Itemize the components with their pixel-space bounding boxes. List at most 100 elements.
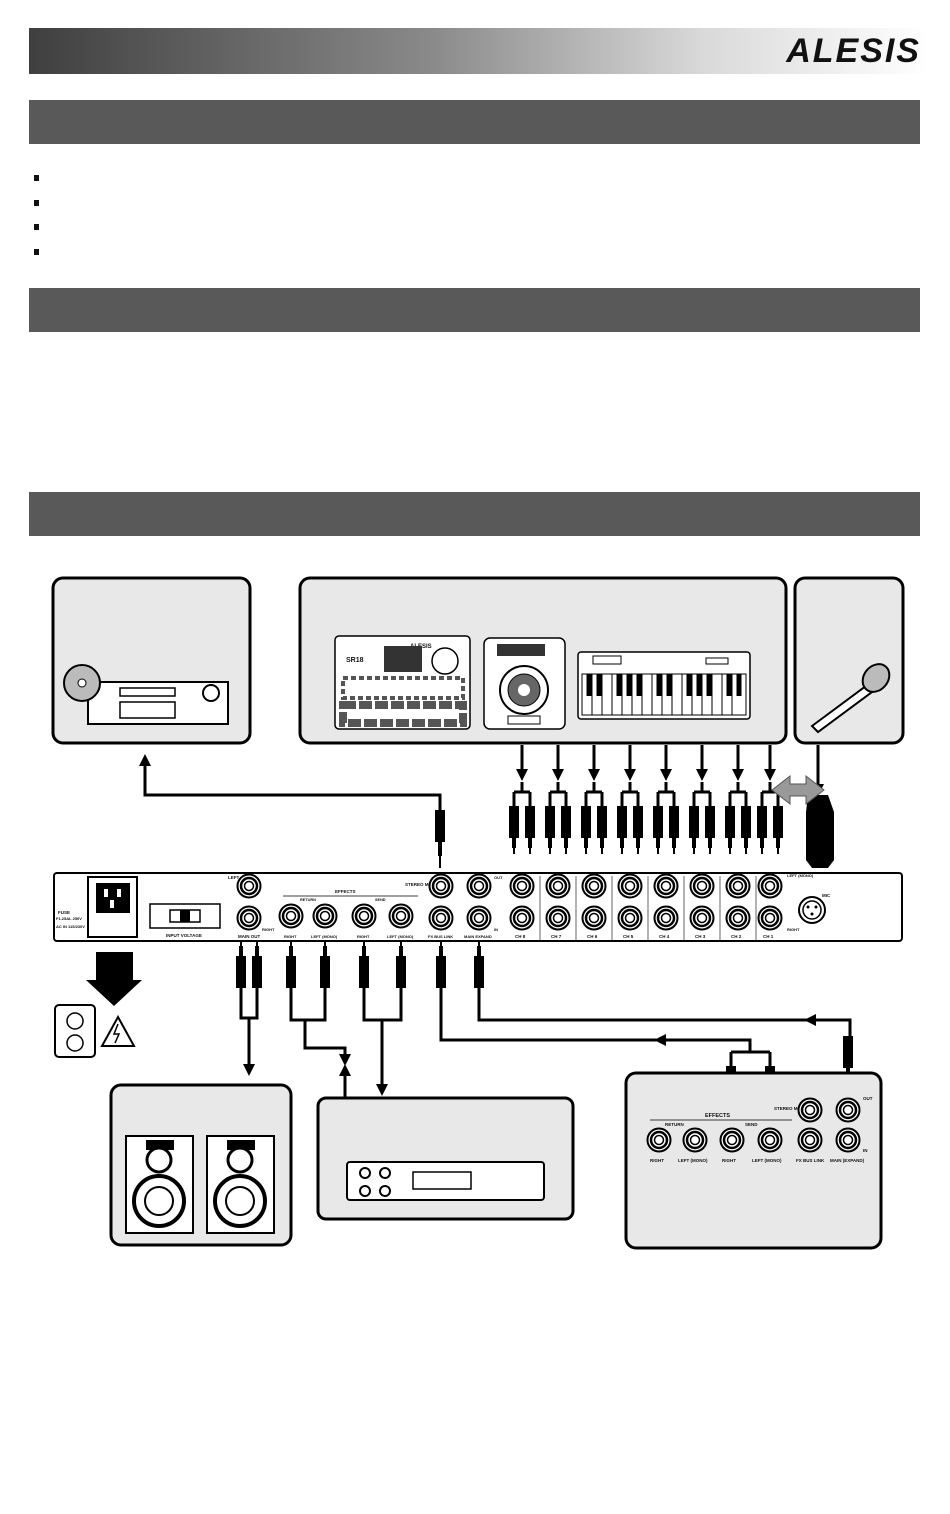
xlr-cable [771,745,834,868]
drum-machine-icon: ALESIS SR18 [334,635,471,730]
instrument-cable [757,745,783,854]
channel-jack [689,905,715,931]
svg-text:F1.25AL 250V: F1.25AL 250V [56,916,82,921]
effects-cables [286,940,406,1098]
channel-label: CH 4 [659,934,670,939]
jack-plug [597,806,607,854]
alesis-logo: ALESIS [786,32,921,70]
bullet-icon [34,248,39,255]
svg-text:EFFECTS: EFFECTS [705,1113,730,1119]
svg-text:EFFECTS: EFFECTS [335,889,356,894]
section-header-3 [29,492,920,536]
svg-text:RIGHT: RIGHT [650,1158,664,1163]
svg-text:IN: IN [863,1148,868,1153]
instrument-cable [509,745,535,854]
jack-plug [525,806,535,854]
jack-plug [633,806,643,854]
channel-jack [617,905,643,931]
instrument-cable [581,745,607,854]
svg-text:RETURN: RETURN [300,898,316,902]
instrument-cable [689,745,715,854]
channel-jack [757,873,783,899]
channel-jack [581,873,607,899]
header-bar: ALESIS [29,28,927,74]
svg-text:LEFT: LEFT [228,875,239,880]
cd-send-cable [139,754,445,868]
svg-text:FX BUS LINK: FX BUS LINK [796,1158,825,1163]
svg-text:FX BUS LINK: FX BUS LINK [428,934,453,939]
channel-jack [725,905,751,931]
bullet-icon [34,175,39,181]
instruments-box: ALESIS SR18 [298,576,788,745]
channel-label: CH 6 [587,934,598,939]
channel-jack [581,905,607,931]
svg-text:LEFT (MONO): LEFT (MONO) [752,1158,782,1163]
jack-plug [509,806,519,854]
mixer-rear-panel: FUSE F1.25AL 250V AC IN 115/230V INPUT V… [53,872,903,942]
microphone-icon [810,663,891,734]
instrument-cables [509,745,783,854]
jack-plug [689,806,699,854]
svg-text:AC IN 115/230V: AC IN 115/230V [56,924,85,929]
channel-jack [725,873,751,899]
xlr-input [798,896,826,924]
jack-plug [669,806,679,854]
svg-text:FUSE: FUSE [58,910,70,915]
instrument-cable [725,745,751,854]
channel-label: CH 5 [623,934,634,939]
channel-jack [509,873,535,899]
expander-cables [436,940,853,1114]
list-item [34,244,52,269]
microphone-box [793,576,905,745]
jack-plug [545,806,555,854]
channel-jack [689,873,715,899]
svg-text:RETURN: RETURN [665,1122,684,1127]
svg-text:LEFT (MONO): LEFT (MONO) [311,934,338,939]
channel-label: CH 1 [763,934,774,939]
svg-text:RIGHT: RIGHT [284,934,297,939]
svg-text:RIGHT: RIGHT [262,927,275,932]
main-out-cable [236,940,262,1076]
list-item [34,195,52,220]
jack-plug [773,806,783,854]
expander-mixer-box: EFFECTS RETURN SEND RIGHT LEFT (MONO) RI… [624,1071,883,1250]
channel-jack [545,905,571,931]
channel-jack [545,873,571,899]
jack-plug [653,806,663,854]
effects-processor-box [316,1096,575,1221]
svg-text:RIGHT: RIGHT [787,927,800,932]
svg-text:LEFT (MONO): LEFT (MONO) [787,873,814,878]
svg-text:LEFT (MONO): LEFT (MONO) [678,1158,708,1163]
svg-text:OUT: OUT [494,875,503,880]
instrument-cable [653,745,679,854]
channel-jack [617,873,643,899]
channel-jack [653,873,679,899]
channel-jack [509,905,535,931]
svg-text:RIGHT: RIGHT [722,1158,736,1163]
instrument-cable [617,745,643,854]
jack-plug [617,806,627,854]
jack-plug [757,806,767,854]
jack-plug [561,806,571,854]
channel-jack [757,905,783,931]
jack-plug [741,806,751,854]
svg-text:MAIN OUT: MAIN OUT [238,934,260,939]
svg-text:STEREO MONITOR: STEREO MONITOR [774,1106,816,1111]
bullet-icon [34,199,39,206]
power-outlet-icon [54,952,142,1058]
jack-plug [581,806,591,854]
svg-text:IN: IN [494,927,498,932]
channel-label: CH 8 [515,934,526,939]
bullet-list [34,170,52,268]
high-voltage-icon [112,1023,121,1044]
cd-disc-icon [63,664,101,702]
monitor-speakers-box [109,1083,293,1247]
keyboard-controller-icon [577,651,751,720]
connection-diagram: ALESIS SR18 [51,576,905,1250]
section-header-2 [29,288,920,332]
cd-player-box [51,576,252,745]
bullet-icon [34,224,39,230]
svg-text:MIC: MIC [822,893,831,898]
channel-label: CH 2 [731,934,742,939]
